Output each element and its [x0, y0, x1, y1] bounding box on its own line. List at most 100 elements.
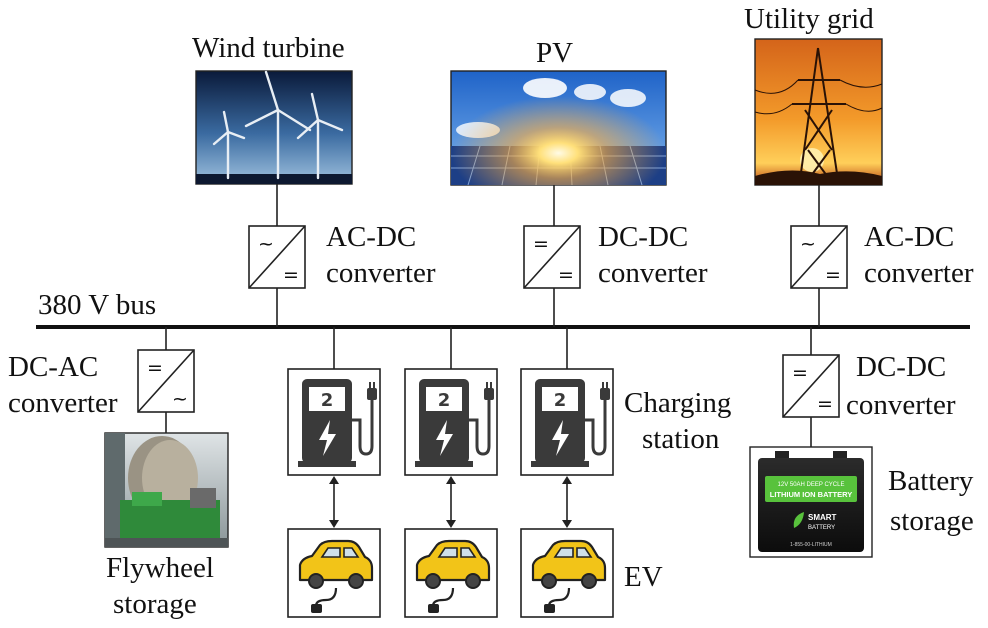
- car-plug-icon: [428, 604, 439, 613]
- converter-input-symbol: ~: [258, 233, 274, 255]
- electric-car-icon: [531, 539, 607, 613]
- converter-input-symbol: =: [533, 233, 549, 255]
- battery-dcdc-converter: = =: [782, 354, 840, 418]
- flywheel-image: [104, 432, 229, 548]
- grid-converter-label-2: converter: [864, 257, 974, 289]
- utility-grid-image: [754, 38, 883, 186]
- car-wheel: [308, 573, 324, 589]
- car-plug-icon: [311, 604, 322, 613]
- pv-image: [450, 70, 667, 186]
- pv-label: PV: [536, 37, 573, 69]
- charging-plug-icon: [367, 388, 377, 400]
- ev-charger-icon: 2: [298, 379, 377, 467]
- ev-charger-icon: 2: [531, 379, 610, 467]
- battery-storage-label-1: Battery: [888, 465, 974, 497]
- pv-converter-label-2: converter: [598, 257, 708, 289]
- converter-input-symbol: =: [147, 357, 163, 379]
- flywheel-converter-label-2: converter: [8, 387, 118, 419]
- pump-digit: 2: [321, 390, 334, 411]
- arrow-head-down: [446, 520, 456, 528]
- battery-brand-2: BATTERY: [808, 525, 835, 531]
- battery-brand-1: SMART: [808, 513, 837, 522]
- converter-output-symbol: =: [558, 264, 574, 286]
- wind-turbine-image: [195, 70, 353, 185]
- charging-station: 2: [404, 327, 498, 618]
- electric-car-icon: [415, 539, 491, 613]
- pump-digit: 2: [438, 390, 451, 411]
- ev-charger-icon: 2: [415, 379, 494, 467]
- flywheel-storage-label-2: storage: [113, 588, 197, 620]
- car-wheel: [425, 573, 441, 589]
- wind-acdc-converter: ~ =: [248, 225, 306, 289]
- battery-image: 12V 50AH DEEP CYCLE LITHIUM ION BATTERY …: [749, 446, 873, 558]
- converter-output-symbol: =: [825, 264, 841, 286]
- charging-station: 2: [520, 327, 614, 618]
- pv-converter-label-1: DC-DC: [598, 221, 688, 253]
- battery-storage-label-2: storage: [890, 505, 974, 537]
- converter-input-symbol: =: [792, 362, 808, 384]
- flywheel-dcac-converter: = ~: [137, 349, 195, 413]
- converter-output-symbol: =: [283, 264, 299, 286]
- pump-display: [309, 387, 345, 411]
- charging-stations: 2 2 2: [287, 327, 614, 618]
- wind-converter-label-2: converter: [326, 257, 436, 289]
- car-cable: [431, 587, 455, 607]
- charging-cable: [469, 398, 491, 456]
- pump-display: [426, 387, 462, 411]
- charging-station-label-1: Charging: [624, 387, 731, 419]
- charging-station: 2: [287, 327, 381, 618]
- lightning-icon: [436, 420, 453, 456]
- leaf-icon: [793, 512, 804, 528]
- car-cable: [314, 587, 338, 607]
- arrow-head-up: [446, 476, 456, 484]
- wind-turbine-label: Wind turbine: [192, 32, 345, 64]
- battery-product-type: LITHIUM ION BATTERY: [770, 490, 853, 499]
- arrow-head-down: [562, 520, 572, 528]
- car-window: [437, 547, 458, 558]
- charging-cable: [352, 398, 374, 456]
- car-wheel: [541, 573, 557, 589]
- pump-display: [542, 387, 578, 411]
- battery-converter-label-1: DC-DC: [856, 351, 946, 383]
- bus-label: 380 V bus: [38, 289, 156, 321]
- arrow-head-up: [562, 476, 572, 484]
- grid-converter-label-1: AC-DC: [864, 221, 954, 253]
- battery-product-line: 12V 50AH DEEP CYCLE: [778, 482, 845, 488]
- ev-label: EV: [624, 561, 663, 593]
- car-plug-icon: [544, 604, 555, 613]
- charging-plug-icon: [600, 388, 610, 400]
- car-window: [460, 547, 477, 558]
- charging-cable: [585, 398, 607, 456]
- arrow-head-up: [329, 476, 339, 484]
- pump-base: [415, 461, 473, 467]
- car-wheel: [465, 573, 481, 589]
- pump-base: [298, 461, 356, 467]
- grid-acdc-converter: ~ =: [790, 225, 848, 289]
- lightning-icon: [319, 420, 336, 456]
- car-window: [576, 547, 593, 558]
- pump-base: [531, 461, 589, 467]
- car-window: [320, 547, 341, 558]
- converter-output-symbol: =: [817, 393, 833, 415]
- flywheel-storage-label-1: Flywheel: [106, 552, 214, 584]
- battery-phone: 1-855-00-LITHIUM: [790, 542, 832, 548]
- converter-output-symbol: ~: [172, 388, 188, 410]
- car-wheel: [581, 573, 597, 589]
- wind-converter-label-1: AC-DC: [326, 221, 416, 253]
- car-window: [343, 547, 360, 558]
- car-window: [553, 547, 574, 558]
- car-wheel: [348, 573, 364, 589]
- pump-digit: 2: [554, 390, 567, 411]
- battery-converter-label-2: converter: [846, 389, 956, 421]
- arrow-head-down: [329, 520, 339, 528]
- charging-plug-icon: [484, 388, 494, 400]
- converter-input-symbol: ~: [800, 233, 816, 255]
- charging-station-label-2: station: [642, 423, 720, 455]
- car-cable: [547, 587, 571, 607]
- electric-car-icon: [298, 539, 374, 613]
- flywheel-converter-label-1: DC-AC: [8, 351, 98, 383]
- utility-grid-label: Utility grid: [744, 3, 874, 35]
- lightning-icon: [552, 420, 569, 456]
- pv-dcdc-converter: = =: [523, 225, 581, 289]
